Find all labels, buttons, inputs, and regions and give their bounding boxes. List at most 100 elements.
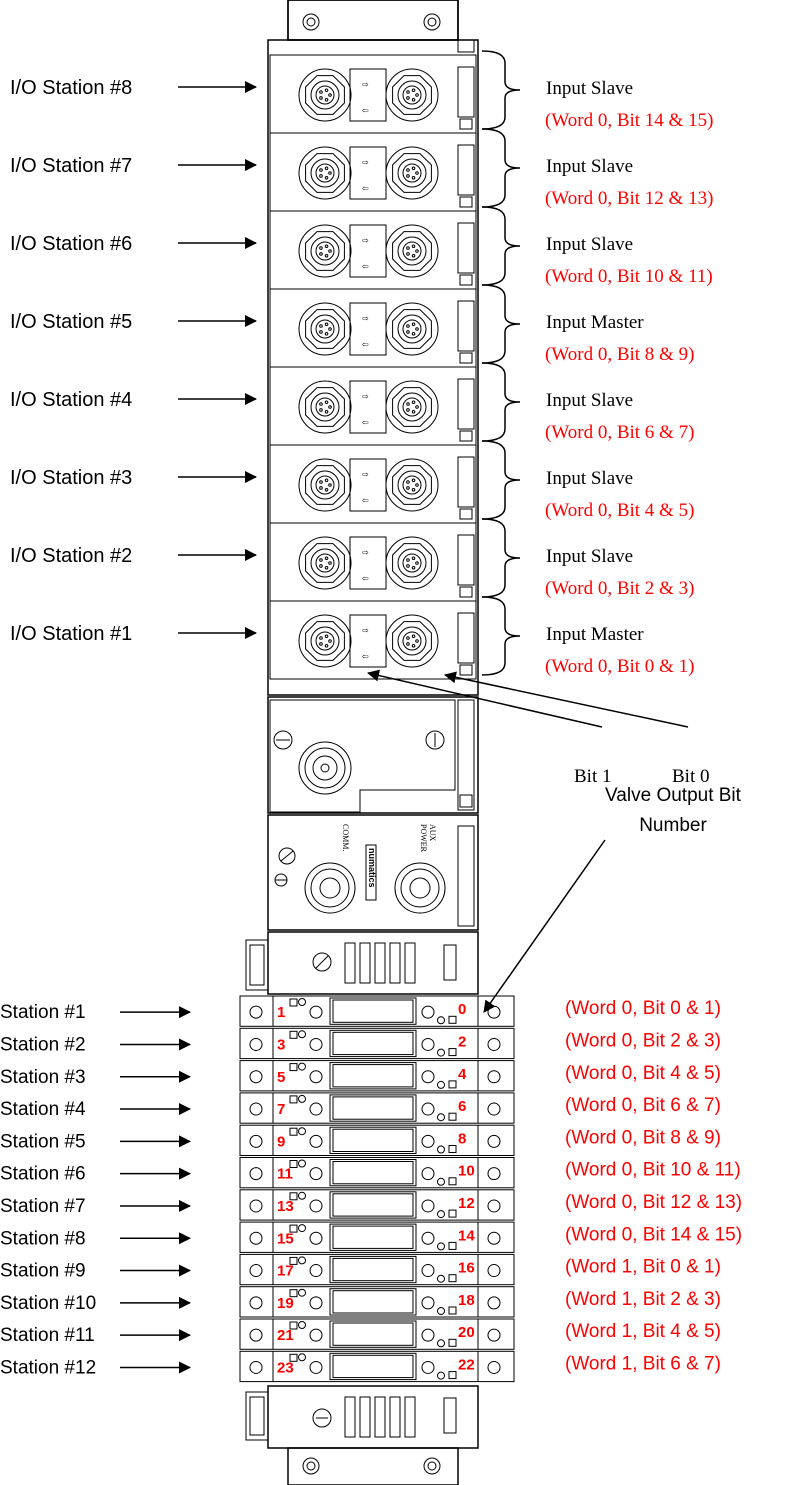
io-bracket — [481, 284, 521, 364]
valve-bits-label: (Word 1, Bit 6 & 7) — [565, 1353, 721, 1374]
valve-bits-label: (Word 0, Bit 6 & 7) — [565, 1095, 721, 1116]
svg-text:⇨: ⇨ — [362, 548, 369, 557]
io-type-label: Input Master — [546, 624, 644, 645]
valve-right-bit: 16 — [458, 1260, 475, 1277]
svg-text:⇨: ⇨ — [362, 626, 369, 635]
io-type-label: Input Slave — [546, 546, 633, 567]
io-bracket — [481, 596, 521, 676]
io-type-label: Input Slave — [546, 78, 633, 99]
svg-text:⇦: ⇦ — [362, 106, 369, 115]
io-type-label: Input Slave — [546, 234, 633, 255]
comm-label: COMM. — [341, 824, 350, 851]
svg-text:⇦: ⇦ — [362, 340, 369, 349]
io-bits-label: (Word 0, Bit 10 & 11) — [545, 266, 713, 287]
bit1-arrow — [367, 669, 603, 728]
bit0-arrow — [444, 671, 689, 728]
valve-right-bit: 2 — [458, 1033, 466, 1050]
io-station-labels: I/O Station #8 I/O Station #7 I/O Station … — [10, 77, 257, 645]
valve-header-line1: Valve Output Bit — [605, 785, 742, 806]
io-station-label: I/O Station #1 — [10, 623, 132, 645]
valve-bits-label: (Word 1, Bit 4 & 5) — [565, 1321, 721, 1342]
io-bracket — [481, 206, 521, 286]
io-type-label: Input Slave — [546, 390, 633, 411]
valve-left-bit: 3 — [277, 1036, 285, 1053]
valve-station-labels: Station #1 (Word 0, Bit 0 & 1) Station #2 (… — [0, 998, 742, 1378]
io-module: ⇨⇦ — [269, 210, 477, 290]
valve-left-bit: 1 — [277, 1004, 285, 1021]
io-bracket — [481, 128, 521, 208]
valve-left-bit: 11 — [277, 1166, 293, 1183]
io-bracket — [481, 50, 521, 130]
io-bracket — [481, 518, 521, 598]
valve-right-bit: 4 — [458, 1066, 467, 1083]
io-bits-label: (Word 0, Bit 2 & 3) — [545, 578, 694, 599]
valve-station-label: Station #12 — [0, 1357, 96, 1378]
valve-bits-label: (Word 0, Bit 4 & 5) — [565, 1063, 721, 1084]
io-station-label: I/O Station #7 — [10, 155, 132, 177]
valve-header-arrow — [483, 839, 606, 1013]
valve-bits-label: (Word 0, Bit 0 & 1) — [565, 998, 721, 1019]
valve-bits-label: (Word 0, Bit 8 & 9) — [565, 1127, 721, 1148]
io-module: ⇨⇦ — [269, 54, 477, 134]
io-station-label: I/O Station #6 — [10, 233, 132, 255]
svg-text:⇨: ⇨ — [362, 158, 369, 167]
svg-text:⇦: ⇦ — [362, 496, 369, 505]
top-clip — [457, 39, 475, 53]
io-type-label: Input Slave — [546, 156, 633, 177]
top-mounting-bracket — [287, 0, 459, 41]
brand-label: numatics — [367, 848, 377, 888]
valve-station-label: Station #4 — [0, 1099, 86, 1120]
valve-header-line2: Number — [639, 815, 707, 836]
valve-station-label: Station #11 — [0, 1325, 95, 1346]
svg-text:⇨: ⇨ — [362, 470, 369, 479]
aux-label: AUX — [428, 824, 437, 842]
valve-right-bit: 0 — [458, 1001, 466, 1018]
valve-left-bit: 23 — [277, 1359, 294, 1376]
io-station-label: I/O Station #3 — [10, 467, 132, 489]
valve-right-bit: 12 — [458, 1195, 475, 1212]
svg-text:⇦: ⇦ — [362, 418, 369, 427]
valve-station-label: Station #9 — [0, 1261, 86, 1282]
valve-bits-label: (Word 0, Bit 2 & 3) — [565, 1030, 721, 1051]
svg-text:⇦: ⇦ — [362, 574, 369, 583]
io-bits-label: (Word 0, Bit 0 & 1) — [545, 656, 694, 677]
io-station-label: I/O Station #2 — [10, 545, 132, 567]
io-station-label: I/O Station #8 — [10, 77, 132, 99]
valve-right-bit: 18 — [458, 1292, 475, 1309]
valve-bits-label: (Word 0, Bit 10 & 11) — [565, 1160, 741, 1181]
valve-right-bit: 22 — [458, 1356, 475, 1373]
io-type-label: Input Slave — [546, 468, 633, 489]
valve-station-label: Station #1 — [0, 1002, 86, 1023]
bit0-label: Bit 0 — [672, 766, 709, 787]
bottom-mounting-bracket — [287, 1447, 459, 1485]
valve-left-bit: 19 — [277, 1295, 294, 1312]
valve-left-bit: 5 — [277, 1069, 285, 1086]
io-bits-label: (Word 0, Bit 14 & 15) — [545, 110, 713, 131]
valve-bottom-endplate — [245, 1385, 479, 1449]
valve-station-label: Station #6 — [0, 1164, 86, 1185]
valve-left-bit: 15 — [277, 1230, 294, 1247]
valve-station-label: Station #2 — [0, 1034, 86, 1055]
io-bits-label: (Word 0, Bit 6 & 7) — [545, 422, 694, 443]
io-brackets: Input Slave (Word 0, Bit 14 & 15) Input Sl… — [481, 50, 713, 677]
bit1-label: Bit 1 — [574, 766, 611, 787]
valve-station-label: Station #7 — [0, 1196, 86, 1217]
valve-bits-label: (Word 1, Bit 0 & 1) — [565, 1257, 721, 1278]
io-module: ⇨⇦ — [269, 600, 477, 680]
io-station-label: I/O Station #4 — [10, 389, 132, 411]
bit-callouts: Bit 1 Bit 0 — [367, 669, 709, 787]
valve-station: 23 22 — [239, 1350, 515, 1383]
io-bits-label: (Word 0, Bit 8 & 9) — [545, 344, 694, 365]
io-rail-body — [267, 39, 479, 696]
comm-aux-power-module: COMM. AUX POWER numatics — [267, 814, 479, 931]
io-bracket — [481, 362, 521, 442]
valve-left-bit: 17 — [277, 1263, 294, 1280]
